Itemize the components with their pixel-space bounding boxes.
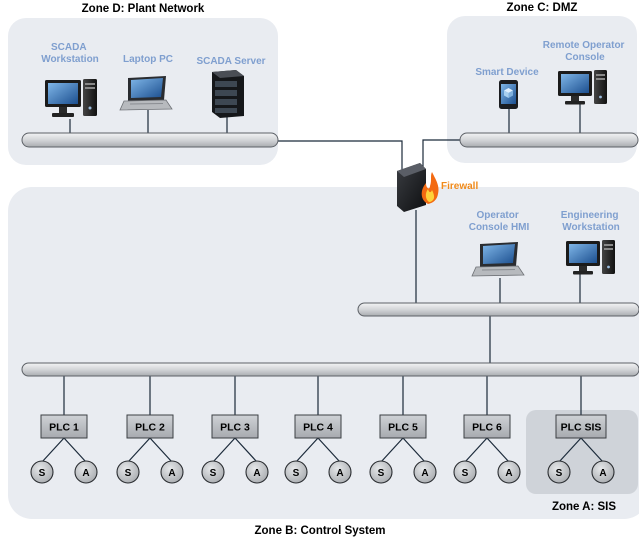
firewall-icon bbox=[397, 163, 426, 212]
plc-label: PLC 1 bbox=[49, 422, 79, 434]
plc-box bbox=[126, 414, 174, 439]
plc-unit: PLC SIS S A bbox=[547, 414, 615, 484]
connections bbox=[63, 104, 582, 415]
device-engineering-workstation: Engineering Workstation bbox=[561, 210, 622, 275]
bus-control bbox=[21, 362, 639, 377]
sensor-node-label: S bbox=[39, 468, 46, 479]
plc-label: PLC 5 bbox=[388, 422, 418, 434]
sensor-node bbox=[284, 460, 308, 484]
actuator-node bbox=[591, 460, 615, 484]
actuator-node bbox=[497, 460, 521, 484]
plc-box bbox=[379, 414, 427, 439]
sensor-node bbox=[201, 460, 225, 484]
bus-supervisory bbox=[357, 302, 639, 317]
sensor-node bbox=[116, 460, 140, 484]
plc-label: PLC SIS bbox=[561, 422, 602, 434]
sensor-node bbox=[453, 460, 477, 484]
sensor-node bbox=[547, 460, 571, 484]
plc-label: PLC 6 bbox=[472, 422, 502, 434]
plc-unit: PLC 4 S A bbox=[284, 414, 352, 484]
device-firewall: Firewall bbox=[397, 163, 478, 212]
plc-label: PLC 3 bbox=[220, 422, 250, 434]
sensor-node bbox=[30, 460, 54, 484]
plc-box bbox=[294, 414, 342, 439]
actuator-node bbox=[413, 460, 437, 484]
actuator-node bbox=[328, 460, 352, 484]
plc-label: PLC 4 bbox=[303, 422, 333, 434]
actuator-node bbox=[160, 460, 184, 484]
pc-tower-icon bbox=[594, 70, 607, 104]
monitor-icon bbox=[566, 241, 600, 275]
monitor-icon bbox=[45, 80, 81, 117]
server-rack-icon bbox=[212, 70, 244, 118]
zone-a-title: Zone A: SIS bbox=[552, 501, 616, 513]
plc-box bbox=[211, 414, 259, 439]
plc-unit: PLC 1 S A bbox=[30, 414, 98, 484]
zone-b-title: Zone B: Control System bbox=[255, 525, 386, 537]
smart-device-label: Smart Device bbox=[475, 67, 539, 78]
sensor-node-label: S bbox=[210, 468, 217, 479]
firewall-label: Firewall bbox=[441, 181, 478, 192]
sensor-node-label: S bbox=[462, 468, 469, 479]
device-scada-workstation: SCADA Workstation bbox=[41, 42, 99, 117]
scada-workstation-label: SCADA Workstation bbox=[41, 42, 99, 65]
operator-console-hmi-label: Operator Console HMI bbox=[469, 210, 530, 233]
zone-d-title: Zone D: Plant Network bbox=[82, 3, 205, 15]
plc-unit: PLC 6 S A bbox=[453, 414, 521, 484]
device-operator-console-hmi: Operator Console HMI bbox=[469, 210, 530, 277]
plc-unit: PLC 5 S A bbox=[369, 414, 437, 484]
laptop-icon bbox=[471, 242, 525, 277]
flame-icon bbox=[421, 172, 439, 204]
plc-box bbox=[40, 414, 88, 439]
actuator-node-label: A bbox=[421, 468, 428, 479]
device-scada-server: SCADA Server bbox=[196, 56, 266, 118]
actuator-node-label: A bbox=[253, 468, 260, 479]
actuator-node-label: A bbox=[82, 468, 89, 479]
plc-box bbox=[463, 414, 511, 439]
tablet-icon bbox=[499, 80, 518, 109]
bus-plant-network bbox=[21, 132, 279, 148]
plc-unit: PLC 2 S A bbox=[116, 414, 184, 484]
monitor-icon bbox=[558, 71, 592, 105]
plc-box bbox=[555, 414, 607, 439]
actuator-node-label: A bbox=[168, 468, 175, 479]
sensor-node bbox=[369, 460, 393, 484]
remote-operator-console-label: Remote Operator Console bbox=[543, 40, 627, 63]
zone-dmz bbox=[447, 16, 637, 163]
actuator-node-label: A bbox=[336, 468, 343, 479]
laptop-pc-label: Laptop PC bbox=[123, 54, 173, 65]
pc-tower-icon bbox=[83, 79, 97, 116]
device-remote-operator-console: Remote Operator Console bbox=[543, 40, 627, 105]
sensor-node-label: S bbox=[293, 468, 300, 479]
zone-c-title: Zone C: DMZ bbox=[507, 2, 578, 14]
plc-unit: PLC 3 S A bbox=[201, 414, 269, 484]
actuator-node-label: A bbox=[599, 468, 606, 479]
sensor-node-label: S bbox=[556, 468, 563, 479]
device-laptop-pc: Laptop PC bbox=[119, 54, 173, 111]
actuator-node-label: A bbox=[505, 468, 512, 479]
engineering-workstation-label: Engineering Workstation bbox=[561, 210, 622, 233]
actuator-node bbox=[245, 460, 269, 484]
plc-label: PLC 2 bbox=[135, 422, 165, 434]
actuator-node bbox=[74, 460, 98, 484]
bus-dmz bbox=[459, 132, 639, 148]
sensor-node-label: S bbox=[125, 468, 132, 479]
laptop-icon bbox=[119, 76, 173, 111]
device-smart-device: Smart Device bbox=[475, 67, 539, 109]
sensor-node-label: S bbox=[378, 468, 385, 479]
pc-tower-icon bbox=[602, 240, 615, 274]
scada-server-label: SCADA Server bbox=[196, 56, 265, 67]
